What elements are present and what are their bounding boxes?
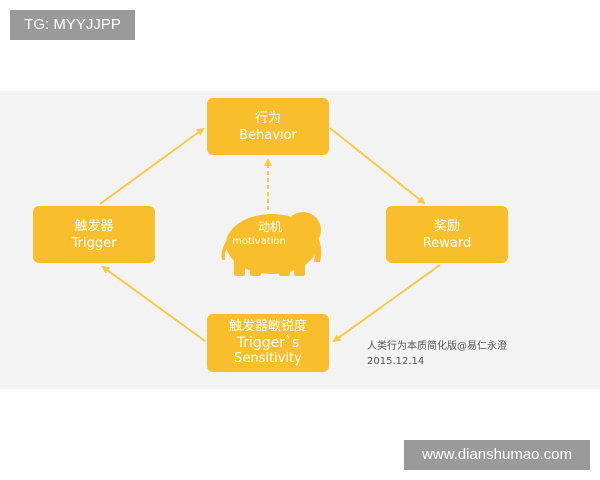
arrow-behavior-to-reward — [329, 127, 426, 205]
sensitivity-label-zh: 触发器敏锐度 — [228, 319, 307, 334]
motivation-label-en: motivation — [232, 236, 286, 247]
sensitivity-label-en2: Sensitivity — [234, 351, 302, 366]
trigger-label-en: Trigger — [71, 235, 117, 251]
sensitivity-label-en1: Trigger`s — [236, 335, 300, 351]
trigger-node: 触发器 Trigger — [33, 206, 155, 263]
caption-date: 2015.12.14 — [367, 356, 425, 367]
arrow-trigger-to-behavior — [99, 127, 205, 205]
trigger-label-zh: 触发器 — [74, 218, 114, 234]
arrow-reward-to-sensitivity — [332, 264, 441, 343]
elephant-icon — [221, 212, 322, 276]
arrow-sensitivity-to-trigger — [101, 265, 206, 342]
behavior-label-zh: 行为 — [254, 110, 281, 126]
behavior-node: 行为 Behavior — [207, 98, 329, 155]
reward-label-en: Reward — [422, 235, 472, 251]
reward-node: 奖励 Reward — [386, 206, 508, 263]
caption-credit: 人类行为本质简化版@易仁永澄 — [367, 341, 507, 352]
sensitivity-node: 触发器敏锐度 Trigger`s Sensitivity — [207, 314, 329, 372]
watermark-bottom: www.dianshumao.com — [404, 440, 590, 470]
watermark-top: TG: MYYJJPP — [10, 10, 135, 40]
motivation-label-zh: 动机 — [257, 220, 282, 234]
reward-label-zh: 奖励 — [433, 218, 460, 234]
behavior-label-en: Behavior — [239, 127, 297, 143]
